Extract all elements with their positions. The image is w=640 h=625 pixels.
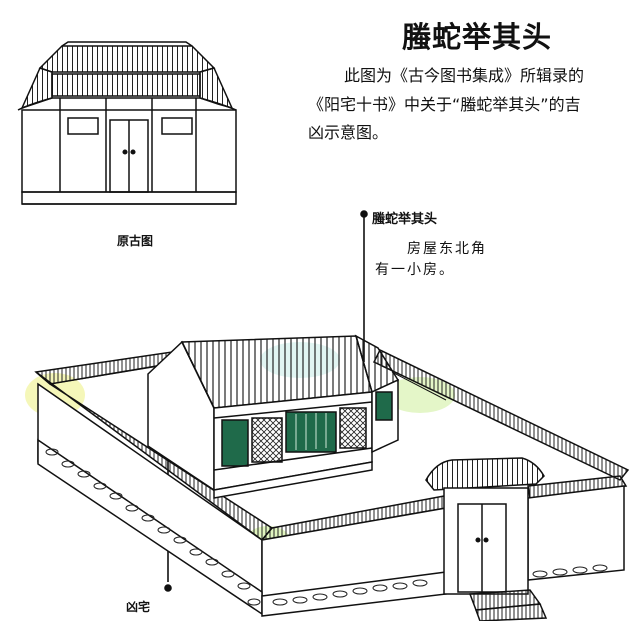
page-title: 螣蛇举其头 xyxy=(402,20,553,54)
annex-note-line-1: 房屋东北角 xyxy=(407,241,487,257)
northeast-annex xyxy=(354,334,400,454)
original-house-drawing xyxy=(17,41,237,205)
description-line-2: 《阳宅十书》中关于“螣蛇举其头”的吉 xyxy=(308,95,581,114)
annex-note-line-2: 有一小房。 xyxy=(375,262,455,278)
head-label: 螣蛇举其头 xyxy=(372,212,438,227)
gate xyxy=(425,457,548,622)
description-line-3: 凶示意图。 xyxy=(308,123,389,142)
main-house xyxy=(147,335,373,499)
description-line-1: 此图为《古今图书集成》所辑录的 xyxy=(344,66,585,85)
bad-house-label: 凶宅 xyxy=(126,600,151,614)
original-drawing-caption: 原古图 xyxy=(117,234,154,248)
courtyard-compound xyxy=(34,349,630,617)
